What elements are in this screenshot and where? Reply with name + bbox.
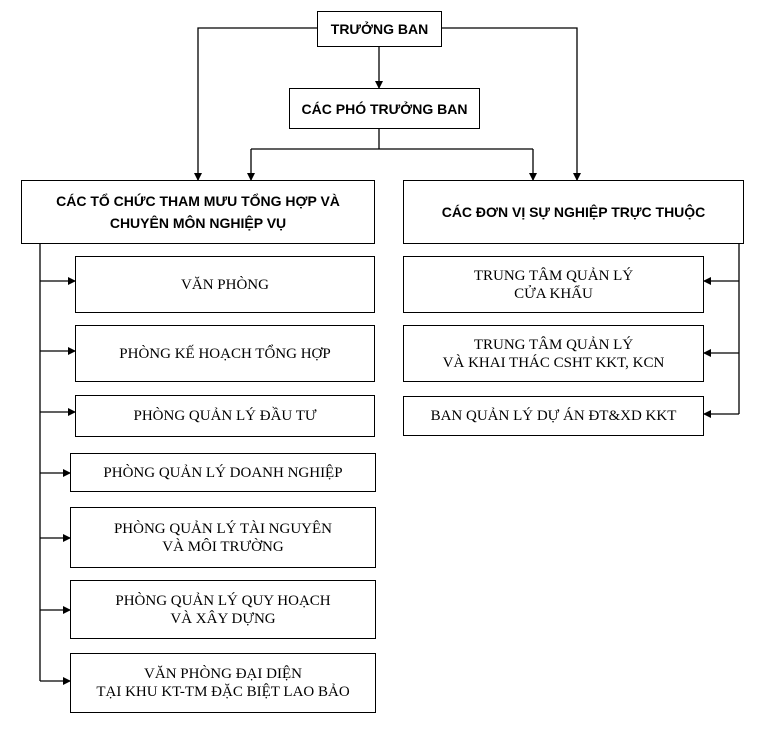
right-unit-box: BAN QUẢN LÝ DỰ ÁN ĐT&XD KKT <box>403 396 704 436</box>
left-group-title: CÁC TỔ CHỨC THAM MƯU TỔNG HỢP VÀ CHUYÊN … <box>56 193 340 231</box>
unit-label: PHÒNG QUẢN LÝ TÀI NGUYÊN VÀ MÔI TRƯỜNG <box>113 520 333 555</box>
right-group-box: CÁC ĐƠN VỊ SỰ NGHIỆP TRỰC THUỘC <box>403 180 744 244</box>
arrow-head-to-left-group <box>194 27 317 181</box>
unit-label: PHÒNG QUẢN LÝ ĐẦU TƯ <box>133 408 317 424</box>
unit-label: PHÒNG KẾ HOẠCH TỔNG HỢP <box>119 345 331 362</box>
left-unit-box: VĂN PHÒNG <box>75 256 375 313</box>
unit-label: TRUNG TÂM QUẢN LÝ CỬA KHẨU <box>473 267 634 302</box>
arrow-head-to-right-group <box>442 27 581 181</box>
unit-label: TRUNG TÂM QUẢN LÝ VÀ KHAI THÁC CSHT KKT,… <box>442 336 665 371</box>
left-unit-box: VĂN PHÒNG ĐẠI DIỆN TẠI KHU KT-TM ĐẶC BIỆ… <box>70 653 376 713</box>
deputies-label: CÁC PHÓ TRƯỞNG BAN <box>301 100 468 117</box>
unit-label: VĂN PHÒNG ĐẠI DIỆN TẠI KHU KT-TM ĐẶC BIỆ… <box>96 666 350 700</box>
left-unit-box: PHÒNG KẾ HOẠCH TỔNG HỢP <box>75 325 375 382</box>
left-unit-box: PHÒNG QUẢN LÝ TÀI NGUYÊN VÀ MÔI TRƯỜNG <box>70 507 376 568</box>
unit-label: VĂN PHÒNG <box>181 276 269 293</box>
left-group-box: CÁC TỔ CHỨC THAM MƯU TỔNG HỢP VÀ CHUYÊN … <box>21 180 375 244</box>
right-unit-box: TRUNG TÂM QUẢN LÝ CỬA KHẨU <box>403 256 704 313</box>
unit-label: PHÒNG QUẢN LÝ DOANH NGHIỆP <box>103 464 343 481</box>
unit-label: PHÒNG QUẢN LÝ QUY HOẠCH VÀ XÂY DỰNG <box>115 592 331 627</box>
left-unit-box: PHÒNG QUẢN LÝ DOANH NGHIỆP <box>70 453 376 492</box>
left-unit-box: PHÒNG QUẢN LÝ QUY HOẠCH VÀ XÂY DỰNG <box>70 580 376 639</box>
right-group-title: CÁC ĐƠN VỊ SỰ NGHIỆP TRỰC THUỘC <box>441 204 706 220</box>
head-box: TRƯỞNG BAN <box>317 11 442 47</box>
head-label: TRƯỞNG BAN <box>330 21 429 37</box>
right-unit-box: TRUNG TÂM QUẢN LÝ VÀ KHAI THÁC CSHT KKT,… <box>403 325 704 382</box>
unit-label: BAN QUẢN LÝ DỰ ÁN ĐT&XD KKT <box>430 408 677 424</box>
deputies-box: CÁC PHÓ TRƯỞNG BAN <box>289 88 480 129</box>
left-unit-box: PHÒNG QUẢN LÝ ĐẦU TƯ <box>75 395 375 437</box>
